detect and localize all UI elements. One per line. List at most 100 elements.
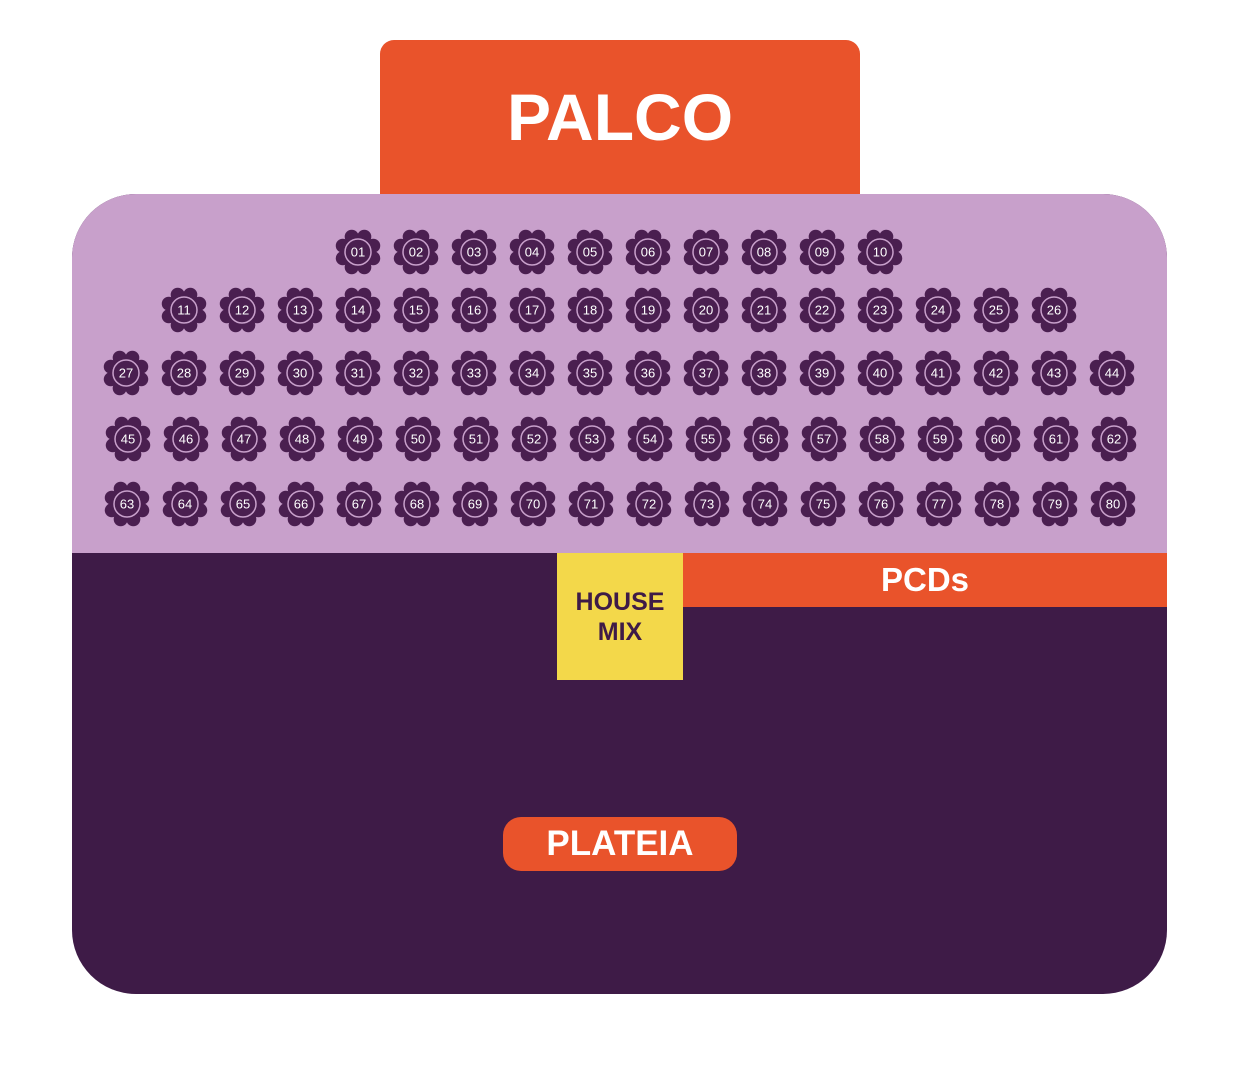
table-38[interactable]: 38 bbox=[741, 350, 787, 396]
table-31[interactable]: 31 bbox=[335, 350, 381, 396]
table-number: 65 bbox=[236, 497, 250, 512]
table-72[interactable]: 72 bbox=[626, 481, 672, 527]
plateia-badge[interactable]: PLATEIA bbox=[503, 817, 737, 871]
table-42[interactable]: 42 bbox=[973, 350, 1019, 396]
table-43[interactable]: 43 bbox=[1031, 350, 1077, 396]
stage-palco: PALCO bbox=[380, 40, 860, 210]
table-30[interactable]: 30 bbox=[277, 350, 323, 396]
table-top bbox=[228, 359, 256, 387]
table-number: 66 bbox=[294, 497, 308, 512]
table-01[interactable]: 01 bbox=[335, 229, 381, 275]
table-number: 76 bbox=[874, 497, 888, 512]
table-number: 14 bbox=[351, 303, 365, 318]
table-63[interactable]: 63 bbox=[104, 481, 150, 527]
table-09[interactable]: 09 bbox=[799, 229, 845, 275]
pcds-area[interactable]: PCDs bbox=[683, 553, 1167, 607]
table-08[interactable]: 08 bbox=[741, 229, 787, 275]
table-20[interactable]: 20 bbox=[683, 287, 729, 333]
table-23[interactable]: 23 bbox=[857, 287, 903, 333]
table-53[interactable]: 53 bbox=[569, 416, 615, 462]
table-75[interactable]: 75 bbox=[800, 481, 846, 527]
table-44[interactable]: 44 bbox=[1089, 350, 1135, 396]
table-41[interactable]: 41 bbox=[915, 350, 961, 396]
table-19[interactable]: 19 bbox=[625, 287, 671, 333]
table-52[interactable]: 52 bbox=[511, 416, 557, 462]
table-36[interactable]: 36 bbox=[625, 350, 671, 396]
table-78[interactable]: 78 bbox=[974, 481, 1020, 527]
table-15[interactable]: 15 bbox=[393, 287, 439, 333]
table-10[interactable]: 10 bbox=[857, 229, 903, 275]
table-77[interactable]: 77 bbox=[916, 481, 962, 527]
table-24[interactable]: 24 bbox=[915, 287, 961, 333]
table-32[interactable]: 32 bbox=[393, 350, 439, 396]
table-35[interactable]: 35 bbox=[567, 350, 613, 396]
table-76[interactable]: 76 bbox=[858, 481, 904, 527]
table-18[interactable]: 18 bbox=[567, 287, 613, 333]
table-number: 54 bbox=[643, 432, 657, 447]
table-79[interactable]: 79 bbox=[1032, 481, 1078, 527]
table-27[interactable]: 27 bbox=[103, 350, 149, 396]
table-60[interactable]: 60 bbox=[975, 416, 1021, 462]
table-68[interactable]: 68 bbox=[394, 481, 440, 527]
table-74[interactable]: 74 bbox=[742, 481, 788, 527]
table-55[interactable]: 55 bbox=[685, 416, 731, 462]
table-top bbox=[518, 296, 546, 324]
table-67[interactable]: 67 bbox=[336, 481, 382, 527]
table-21[interactable]: 21 bbox=[741, 287, 787, 333]
table-top bbox=[750, 296, 778, 324]
table-73[interactable]: 73 bbox=[684, 481, 730, 527]
table-47[interactable]: 47 bbox=[221, 416, 267, 462]
table-number: 04 bbox=[525, 245, 539, 260]
table-64[interactable]: 64 bbox=[162, 481, 208, 527]
table-04[interactable]: 04 bbox=[509, 229, 555, 275]
table-56[interactable]: 56 bbox=[743, 416, 789, 462]
table-number: 35 bbox=[583, 366, 597, 381]
table-33[interactable]: 33 bbox=[451, 350, 497, 396]
table-12[interactable]: 12 bbox=[219, 287, 265, 333]
table-71[interactable]: 71 bbox=[568, 481, 614, 527]
table-number: 32 bbox=[409, 366, 423, 381]
table-49[interactable]: 49 bbox=[337, 416, 383, 462]
table-25[interactable]: 25 bbox=[973, 287, 1019, 333]
table-80[interactable]: 80 bbox=[1090, 481, 1136, 527]
table-26[interactable]: 26 bbox=[1031, 287, 1077, 333]
table-50[interactable]: 50 bbox=[395, 416, 441, 462]
table-14[interactable]: 14 bbox=[335, 287, 381, 333]
table-34[interactable]: 34 bbox=[509, 350, 555, 396]
table-70[interactable]: 70 bbox=[510, 481, 556, 527]
table-22[interactable]: 22 bbox=[799, 287, 845, 333]
table-46[interactable]: 46 bbox=[163, 416, 209, 462]
table-66[interactable]: 66 bbox=[278, 481, 324, 527]
table-48[interactable]: 48 bbox=[279, 416, 325, 462]
table-16[interactable]: 16 bbox=[451, 287, 497, 333]
table-65[interactable]: 65 bbox=[220, 481, 266, 527]
table-05[interactable]: 05 bbox=[567, 229, 613, 275]
table-top bbox=[1040, 296, 1068, 324]
table-45[interactable]: 45 bbox=[105, 416, 151, 462]
table-61[interactable]: 61 bbox=[1033, 416, 1079, 462]
table-13[interactable]: 13 bbox=[277, 287, 323, 333]
table-57[interactable]: 57 bbox=[801, 416, 847, 462]
table-28[interactable]: 28 bbox=[161, 350, 207, 396]
table-17[interactable]: 17 bbox=[509, 287, 555, 333]
table-number: 77 bbox=[932, 497, 946, 512]
table-07[interactable]: 07 bbox=[683, 229, 729, 275]
table-69[interactable]: 69 bbox=[452, 481, 498, 527]
table-58[interactable]: 58 bbox=[859, 416, 905, 462]
table-06[interactable]: 06 bbox=[625, 229, 671, 275]
table-number: 09 bbox=[815, 245, 829, 260]
table-02[interactable]: 02 bbox=[393, 229, 439, 275]
table-39[interactable]: 39 bbox=[799, 350, 845, 396]
table-59[interactable]: 59 bbox=[917, 416, 963, 462]
table-54[interactable]: 54 bbox=[627, 416, 673, 462]
pcds-label: PCDs bbox=[880, 561, 970, 598]
table-29[interactable]: 29 bbox=[219, 350, 265, 396]
table-top bbox=[808, 238, 836, 266]
table-37[interactable]: 37 bbox=[683, 350, 729, 396]
table-40[interactable]: 40 bbox=[857, 350, 903, 396]
table-number: 13 bbox=[293, 303, 307, 318]
table-51[interactable]: 51 bbox=[453, 416, 499, 462]
table-11[interactable]: 11 bbox=[161, 287, 207, 333]
table-62[interactable]: 62 bbox=[1091, 416, 1137, 462]
table-03[interactable]: 03 bbox=[451, 229, 497, 275]
